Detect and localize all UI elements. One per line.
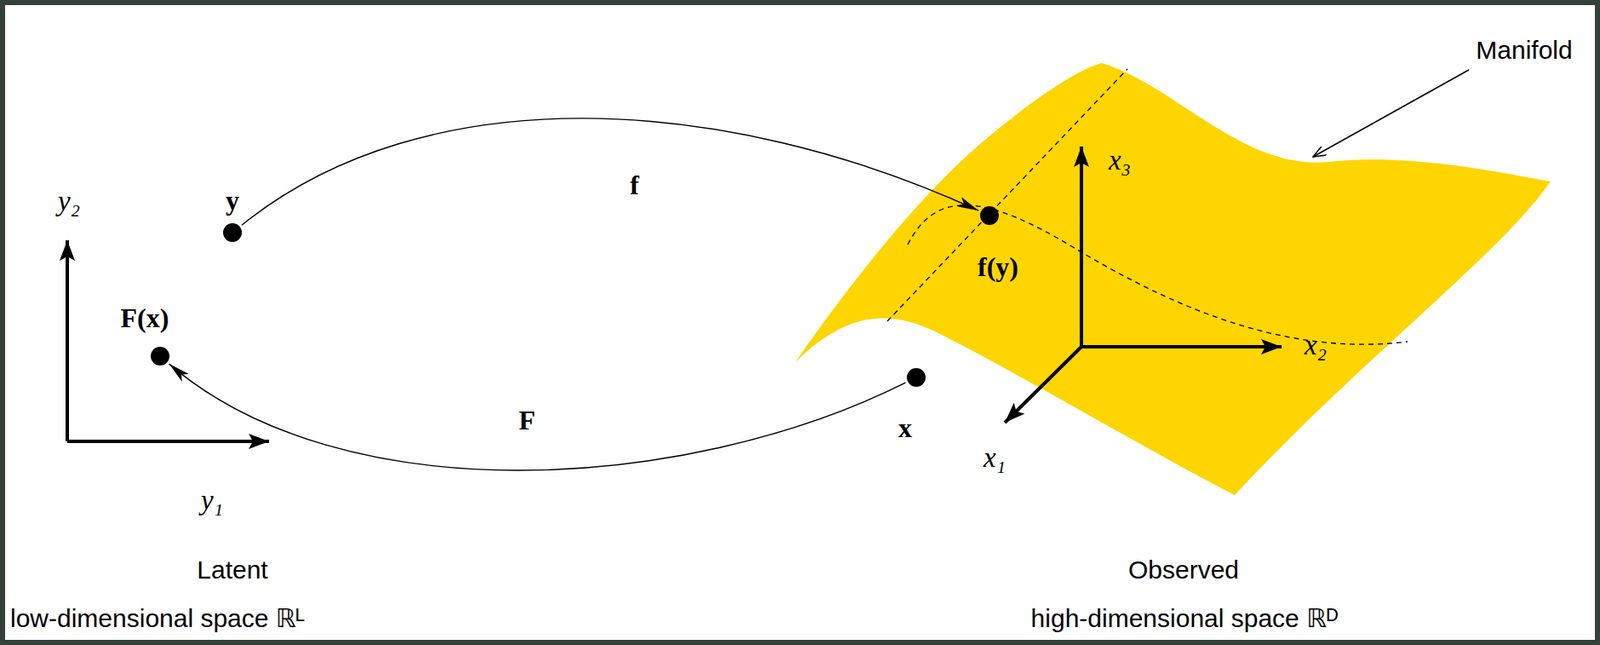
point-label: F(x): [120, 303, 170, 333]
point-marker: y: [223, 223, 242, 242]
point-marker: f(y): [980, 206, 999, 225]
manifold-surface: [795, 63, 1551, 495]
mapping-label: f: [630, 170, 640, 201]
latent-axis: [67, 439, 270, 443]
space-caption: high-dimensional space ℝᴰ: [1031, 603, 1339, 632]
space-caption: low-dimensional space ℝᴸ: [10, 603, 305, 632]
mapping-arrow: [241, 118, 979, 225]
mapping-arrow: [169, 363, 907, 471]
space-caption: Latent: [196, 555, 268, 584]
point-marker: x: [906, 367, 926, 387]
point-marker: F(x): [150, 346, 170, 366]
observed-axis: [1081, 344, 1282, 349]
axis-label: x₂: [1304, 329, 1327, 361]
latent-axis: [65, 240, 69, 442]
point-label: x: [898, 412, 912, 443]
point-label: y: [225, 185, 240, 216]
observed-axis: [1079, 146, 1084, 347]
observed-axis: [1004, 346, 1082, 423]
mapping-label: F: [518, 405, 536, 436]
axis-label: y₂: [57, 185, 81, 217]
space-caption: Observed: [1128, 555, 1239, 584]
leader-line: [1313, 69, 1469, 157]
axis-label: x₁: [983, 441, 1006, 473]
point-label: f(y): [977, 252, 1019, 282]
axis-label: x₃: [1108, 144, 1131, 176]
axis-label: y₁: [200, 484, 224, 516]
grid-curve: [907, 205, 1408, 345]
callout-label: Manifold: [1475, 35, 1572, 64]
grid-line: [887, 68, 1128, 322]
